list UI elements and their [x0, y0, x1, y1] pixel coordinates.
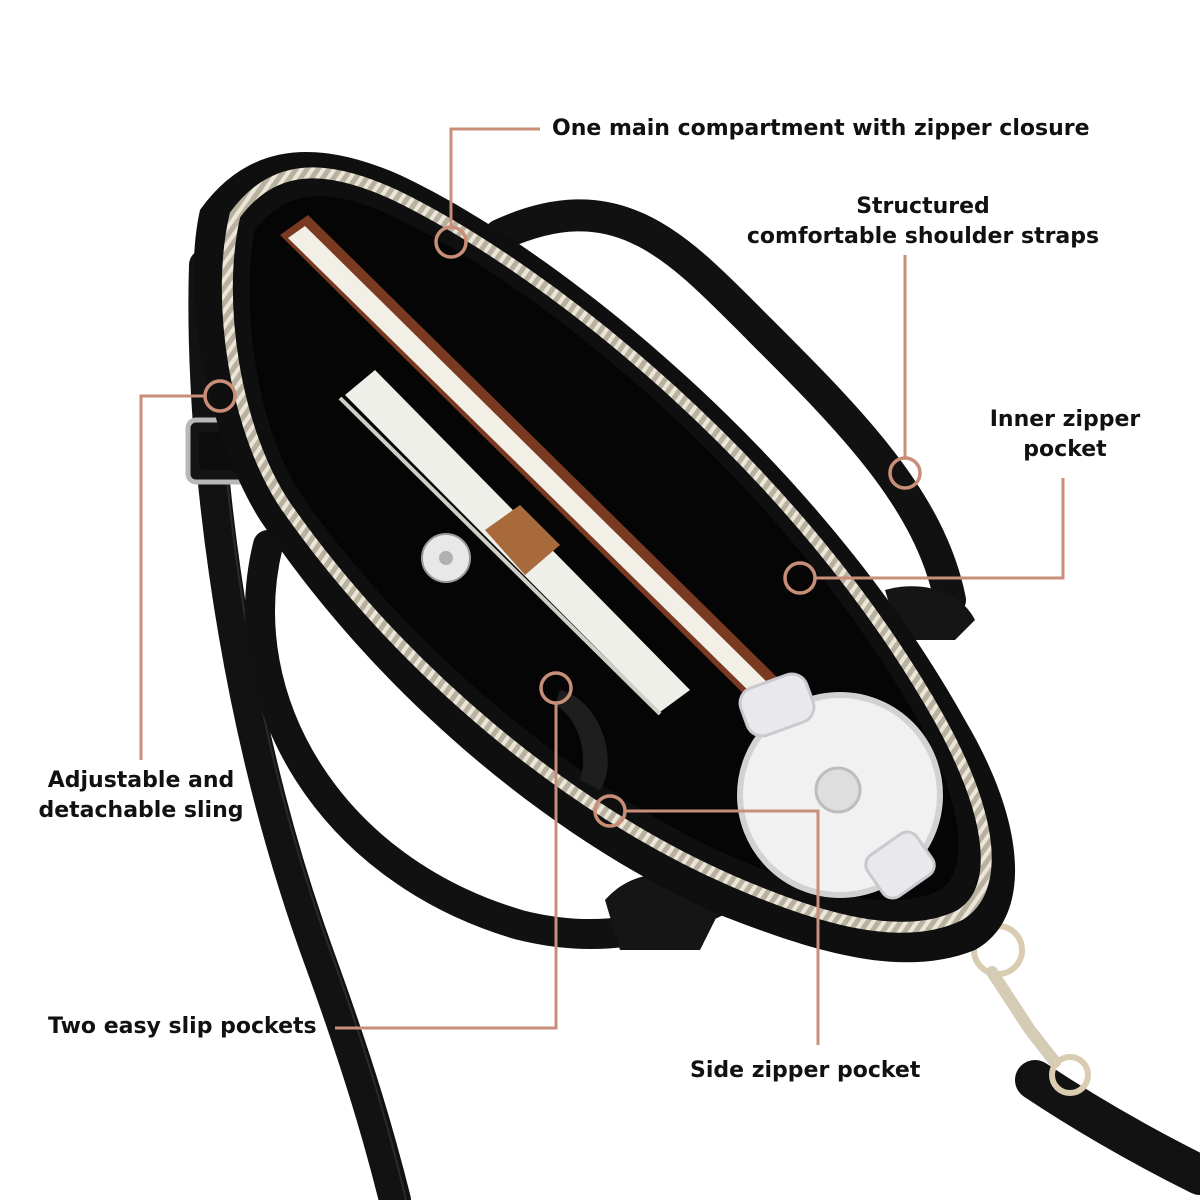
callout-shoulder-straps-line2: comfortable shoulder straps [746, 224, 1100, 249]
bag-contents [280, 215, 943, 900]
leader-sling [139, 394, 205, 760]
marker-main-compartment [434, 225, 468, 259]
leader-side-pocket [625, 809, 820, 1045]
leader-slip-pockets [335, 703, 558, 1030]
marker-sling [203, 379, 237, 413]
callout-slip-pockets: Two easy slip pockets [48, 1014, 317, 1039]
callout-inner-pocket: Inner zipper pocket [983, 405, 1147, 465]
leader-main-compartment [449, 127, 540, 227]
back-handle [484, 199, 975, 640]
marker-shoulder-straps [888, 456, 922, 490]
marker-side-pocket [593, 794, 627, 828]
marker-slip-pockets [539, 671, 573, 705]
callout-sling-line2: detachable sling [38, 798, 244, 823]
marker-inner-pocket [783, 561, 817, 595]
callout-sling-line1: Adjustable and [47, 768, 235, 793]
callout-side-pocket: Side zipper pocket [690, 1058, 921, 1083]
leader-inner-pocket [815, 478, 1065, 580]
callout-shoulder-straps-line1: Structured [856, 194, 990, 219]
callout-lines [139, 127, 1065, 1045]
callout-main-compartment: One main compartment with zipper closure [552, 116, 1090, 141]
callout-inner-pocket-line1: Inner zipper [989, 407, 1141, 432]
callout-shoulder-straps: Structured comfortable shoulder straps [742, 192, 1104, 252]
callout-sling: Adjustable and detachable sling [32, 766, 250, 826]
callout-inner-pocket-line2: pocket [1023, 437, 1107, 462]
